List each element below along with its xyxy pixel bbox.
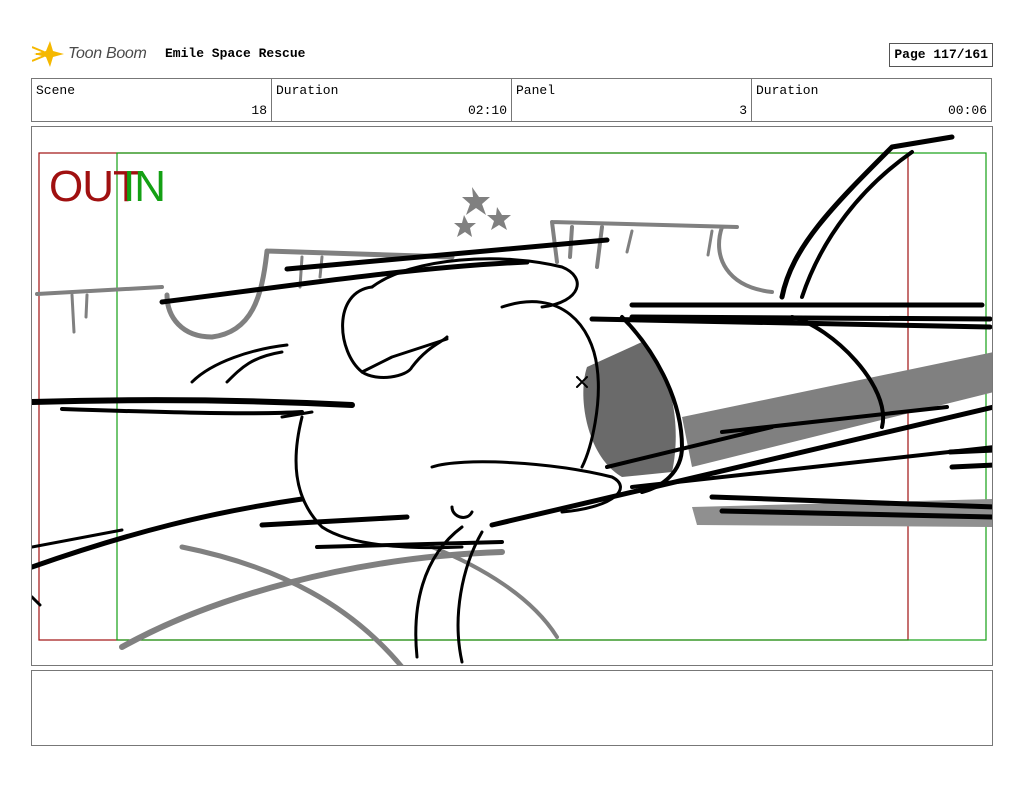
scene-duration-value: 02:10 bbox=[467, 103, 507, 118]
panel-cell: Panel 3 bbox=[512, 79, 752, 121]
storyboard-panel: OUT IN bbox=[31, 126, 993, 666]
project-title: Emile Space Rescue bbox=[165, 46, 306, 61]
panel-duration-cell: Duration 00:06 bbox=[752, 79, 991, 121]
scene-duration-label: Duration bbox=[276, 83, 339, 98]
logo-text: Toon Boom bbox=[68, 45, 147, 62]
toon-boom-star-icon bbox=[32, 41, 64, 67]
scene-value: 18 bbox=[251, 103, 267, 118]
panel-duration-label: Duration bbox=[756, 83, 819, 98]
panel-value: 3 bbox=[739, 103, 747, 118]
panel-notes-box bbox=[31, 670, 993, 746]
page-indicator: Page 117/161 bbox=[889, 43, 993, 67]
scene-cell: Scene 18 bbox=[32, 79, 272, 121]
panel-duration-value: 00:06 bbox=[947, 103, 987, 118]
panel-sketch bbox=[32, 134, 992, 665]
scene-duration-cell: Duration 02:10 bbox=[272, 79, 512, 121]
toon-boom-logo: Toon Boom bbox=[32, 38, 147, 70]
in-frame bbox=[116, 152, 987, 641]
scene-label: Scene bbox=[36, 83, 76, 98]
in-label: IN bbox=[123, 162, 166, 211]
out-label: OUT bbox=[49, 162, 140, 211]
storyboard-header: Toon Boom Emile Space Rescue Page 117/16… bbox=[32, 36, 993, 72]
panel-label: Panel bbox=[516, 83, 556, 98]
character-sketch bbox=[32, 134, 992, 664]
panel-info-table: Scene 18 Duration 02:10 Panel 3 Duration… bbox=[31, 78, 992, 122]
